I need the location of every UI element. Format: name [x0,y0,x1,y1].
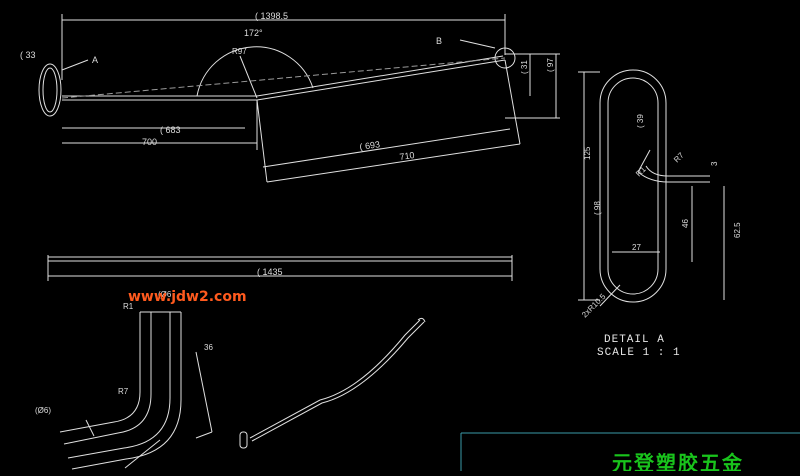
dim-33: ( 33 [20,50,36,60]
dim-710: 710 [399,150,415,162]
dim-46: 46 [681,219,690,228]
dim-d6-top: (Ø6 [158,290,172,299]
detail-title: DETAIL A [604,334,665,346]
dim-31: ( 31 [520,60,529,74]
wire-perspective-view [239,317,426,449]
detail-scale: SCALE 1 : 1 [597,347,681,359]
dim-98: ( 98 [593,201,602,215]
watermark-url: www.jdw2.com [128,289,247,305]
company-logo-text: 元登塑胶五金 [612,451,744,471]
detail-a-view [578,69,725,307]
dim-r7-detail: R7 [672,150,686,164]
dim-d6-left: (Ø6) [35,406,51,415]
dim-overall: ( 1398.5 [255,11,288,21]
dim-39: ( 39 [636,114,645,128]
dim-97: ( 97 [546,58,555,72]
straight-rod-view [47,255,513,281]
dim-1435: ( 1435 [257,267,283,277]
dim-693: ( 693 [359,139,381,152]
dim-125: 125 [583,146,592,160]
dim-62-5: 62.5 [733,222,742,238]
main-profile-view [38,14,560,183]
dim-3: 3 [710,161,719,166]
dim-r97: R97 [232,47,247,56]
dim-36: 36 [204,343,213,352]
title-block-frame [460,432,800,471]
dim-r7-bend: R7 [118,387,129,396]
callout-a: A [92,55,98,65]
dim-700: 700 [142,137,157,147]
dim-angle: 172° [244,28,263,38]
dim-r1-bend: R1 [123,302,134,311]
dim-27: 27 [632,243,641,252]
callout-b: B [436,36,442,46]
bend-detail-view [59,311,213,470]
dim-683: ( 683 [160,125,181,135]
